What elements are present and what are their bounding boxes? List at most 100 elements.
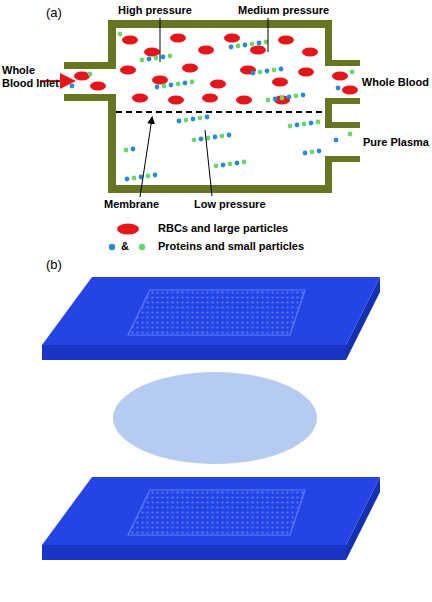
protein-dot <box>131 147 136 152</box>
protein-dot <box>199 137 204 142</box>
protein-dot <box>273 97 278 102</box>
red-cell <box>342 86 358 95</box>
red-cell <box>298 68 314 77</box>
protein-dot <box>177 119 182 124</box>
protein-dot <box>190 80 195 85</box>
protein-dot <box>168 54 173 59</box>
legend-text: Proteins and small particles <box>158 240 304 253</box>
protein-dot <box>154 56 159 61</box>
leader-line <box>205 130 212 196</box>
red-cell <box>74 72 90 81</box>
protein-dot <box>161 55 166 60</box>
legend-text: RBCs and large particles <box>158 222 288 235</box>
protein-dot <box>213 135 218 140</box>
protein-dot <box>302 122 307 127</box>
protein-dot <box>279 67 284 72</box>
protein-dot <box>334 138 339 143</box>
protein-dot <box>295 123 300 128</box>
red-cell <box>122 36 138 45</box>
label-text: Pure Plasma <box>363 136 429 149</box>
protein-dot <box>265 69 270 74</box>
label-text: High pressure <box>118 4 192 17</box>
label-text: Membrane <box>104 198 159 211</box>
legend-swatch <box>116 223 140 235</box>
protein-dot <box>294 94 299 99</box>
protein-dot <box>350 70 355 75</box>
protein-dot <box>155 85 160 90</box>
protein-dot <box>176 82 181 87</box>
protein-dot <box>162 84 167 89</box>
protein-dot <box>309 121 314 126</box>
protein-dot <box>220 134 225 139</box>
top-plate <box>42 277 380 360</box>
protein-dot <box>191 117 196 122</box>
leader-line <box>268 18 269 52</box>
red-cell <box>152 76 168 85</box>
protein-dot <box>243 43 248 48</box>
protein-dot <box>118 32 123 37</box>
protein-dot <box>139 244 145 250</box>
protein-dot <box>251 71 256 76</box>
label-text: (a) <box>46 6 62 21</box>
red-cell <box>278 36 294 45</box>
red-cell <box>202 94 218 103</box>
protein-dot <box>235 161 240 166</box>
protein-dot <box>198 116 203 121</box>
red-cell <box>168 96 184 105</box>
red-cell <box>240 66 256 75</box>
protein-dot <box>301 93 306 98</box>
red-cell <box>236 96 252 105</box>
red-cell <box>302 48 318 57</box>
protein-dot <box>140 58 145 63</box>
red-cell <box>332 72 348 81</box>
label-text: Medium pressure <box>238 4 329 17</box>
protein-dot <box>242 160 247 165</box>
protein-dot <box>221 163 226 168</box>
protein-dot <box>236 44 241 49</box>
protein-dot <box>169 83 174 88</box>
protein-dot <box>146 174 151 179</box>
protein-dot <box>184 118 189 123</box>
protein-dot <box>310 150 315 155</box>
protein-dot <box>317 149 322 154</box>
protein-dot <box>280 96 285 101</box>
protein-dot <box>348 132 353 137</box>
label-text: Whole Blood Inlet <box>2 64 64 89</box>
red-cell <box>250 46 266 55</box>
protein-dot <box>316 120 321 125</box>
protein-dot <box>205 115 210 120</box>
protein-dot <box>228 162 233 167</box>
protein-dot <box>125 177 130 182</box>
protein-dot <box>192 138 197 143</box>
protein-dot <box>153 173 158 178</box>
red-cell <box>120 66 136 75</box>
protein-dot <box>303 151 308 156</box>
protein-dot <box>109 244 115 250</box>
protein-dot <box>250 42 255 47</box>
red-cell <box>132 94 148 103</box>
blood-cells <box>70 32 358 182</box>
protein-dot <box>287 95 292 100</box>
bottom-plate <box>42 477 380 560</box>
protein-dot <box>183 81 188 86</box>
red-cell <box>144 48 160 57</box>
protein-dot <box>336 86 341 91</box>
protein-dot <box>132 176 137 181</box>
protein-dot <box>229 45 234 50</box>
label-text: & <box>121 240 129 253</box>
protein-dot <box>258 70 263 75</box>
protein-dot <box>88 72 93 77</box>
leader-line <box>160 18 161 62</box>
label-text: Whole Blood <box>362 76 429 89</box>
label-text: (b) <box>46 258 62 273</box>
protein-dot <box>227 133 232 138</box>
protein-dot <box>257 41 262 46</box>
membrane-disk <box>113 372 317 464</box>
membrane-line <box>116 111 325 113</box>
housing-wall <box>64 20 360 193</box>
label-text: Low pressure <box>194 198 266 211</box>
red-cell <box>224 34 240 43</box>
red-cell <box>210 80 226 89</box>
protein-dot <box>124 148 129 153</box>
